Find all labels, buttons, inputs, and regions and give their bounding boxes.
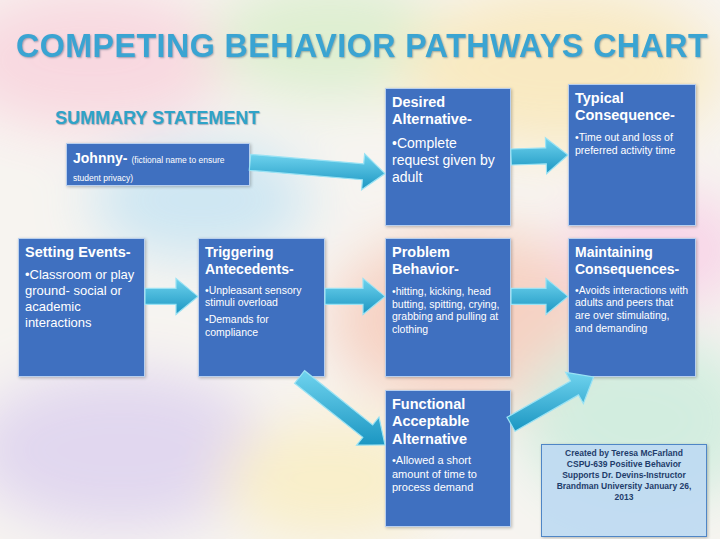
block-arrow xyxy=(511,138,568,174)
box-bullet: •hitting, kicking, head butting, spittin… xyxy=(392,285,504,336)
pathway-box: Desired Alternative- •Complete request gi… xyxy=(385,88,511,226)
block-arrow xyxy=(295,371,385,446)
block-arrow xyxy=(249,154,385,190)
block-arrow xyxy=(507,372,594,431)
box-heading: Functional Acceptable Alternative xyxy=(392,396,504,448)
box-heading: Maintaining Consequences- xyxy=(575,244,689,278)
pathway-box: Typical Consequence- •Time out and loss o… xyxy=(568,84,696,226)
section-label: SUMMARY STATEMENT xyxy=(55,108,259,129)
pathway-box: Triggering Antecedents- •Unpleasant senso… xyxy=(198,238,325,377)
pathway-box: Setting Events- •Classroom or play ground… xyxy=(18,238,145,377)
box-heading: Problem Behavior- xyxy=(392,244,504,279)
box-bullet: •Allowed a short amount of time to proce… xyxy=(392,454,504,494)
credit-text: Created by Teresa McFarland CSPU-639 Pos… xyxy=(556,448,692,503)
box-bullet: •Unpleasant sensory stimuli overload xyxy=(205,284,318,310)
credit-box: Created by Teresa McFarland CSPU-639 Pos… xyxy=(541,444,707,537)
pathway-box: Maintaining Consequences- •Avoids interac… xyxy=(568,238,696,377)
block-arrow xyxy=(145,278,198,314)
box-heading: Setting Events- xyxy=(25,244,138,261)
box-heading: Triggering Antecedents- xyxy=(205,244,318,278)
block-arrow xyxy=(325,278,385,314)
summary-box: Johnny-(fictional name to ensure student… xyxy=(66,143,250,186)
box-bullet: •Demands for compliance xyxy=(205,313,318,339)
block-arrow xyxy=(511,278,568,314)
student-name: Johnny- xyxy=(73,150,127,166)
box-heading: Desired Alternative- xyxy=(392,94,504,129)
pathway-box: Problem Behavior- •hitting, kicking, head… xyxy=(385,238,511,377)
pathway-box: Functional Acceptable Alternative •Allowe… xyxy=(385,390,511,527)
box-heading: Typical Consequence- xyxy=(575,90,689,125)
box-bullet: •Classroom or play ground- social or aca… xyxy=(25,267,138,330)
box-bullet: •Time out and loss of preferred activity… xyxy=(575,131,689,157)
box-bullet: •Complete request given by adult xyxy=(392,135,504,186)
chart-title: COMPETING BEHAVIOR PATHWAYS CHART xyxy=(16,26,708,65)
box-bullet: •Avoids interactions with adults and pee… xyxy=(575,284,689,335)
